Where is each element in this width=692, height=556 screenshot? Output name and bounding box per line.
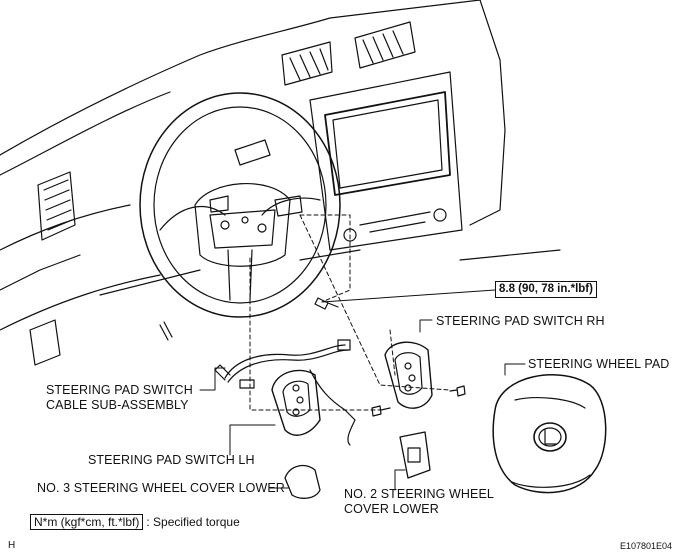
cover-lower-no2: [399, 431, 431, 479]
label-switch-rh: STEERING PAD SWITCH RH: [436, 314, 605, 328]
leader-lines: [199, 289, 526, 491]
label-cover-no3: NO. 3 STEERING WHEEL COVER LOWER: [37, 481, 285, 495]
torque-spec-box: 8.8 (90, 78 in.*lbf): [495, 281, 597, 298]
guide-lines: [249, 214, 451, 411]
figure-id: E107801E04: [620, 541, 673, 551]
switch-lh: [271, 369, 321, 436]
cable-sub-assembly: [214, 339, 356, 446]
label-cover-no2-line2: COVER LOWER: [344, 502, 439, 516]
air-vent-left: [37, 171, 76, 241]
legend-unit-box: N*m (kgf*cm, ft.*lbf): [30, 514, 144, 530]
label-cover-no2-line1: NO. 2 STEERING WHEEL: [344, 487, 494, 501]
torque-legend: N*m (kgf*cm, ft.*lbf): Specified torque: [30, 514, 240, 530]
air-vent-center-right: [354, 21, 416, 69]
legend-text: : Specified torque: [146, 515, 240, 529]
label-cable-line2: CABLE SUB-ASSEMBLY: [46, 398, 189, 412]
dashboard-outline: [0, 0, 561, 331]
footer-code: H: [8, 540, 16, 551]
lower-dash: [29, 249, 361, 366]
steering-wheel: [139, 92, 341, 318]
switch-rh: [384, 341, 433, 409]
bolt-cover: [371, 405, 391, 417]
center-display: [309, 71, 463, 251]
bolt-lh: [449, 385, 466, 397]
label-wheel-pad: STEERING WHEEL PAD: [528, 357, 670, 371]
steering-wheel-pad: [492, 374, 607, 494]
cover-lower-no3: [284, 464, 321, 499]
label-cable-line1: STEERING PAD SWITCH: [46, 383, 193, 397]
label-switch-lh: STEERING PAD SWITCH LH: [88, 453, 255, 467]
air-vent-center-left: [281, 41, 333, 86]
